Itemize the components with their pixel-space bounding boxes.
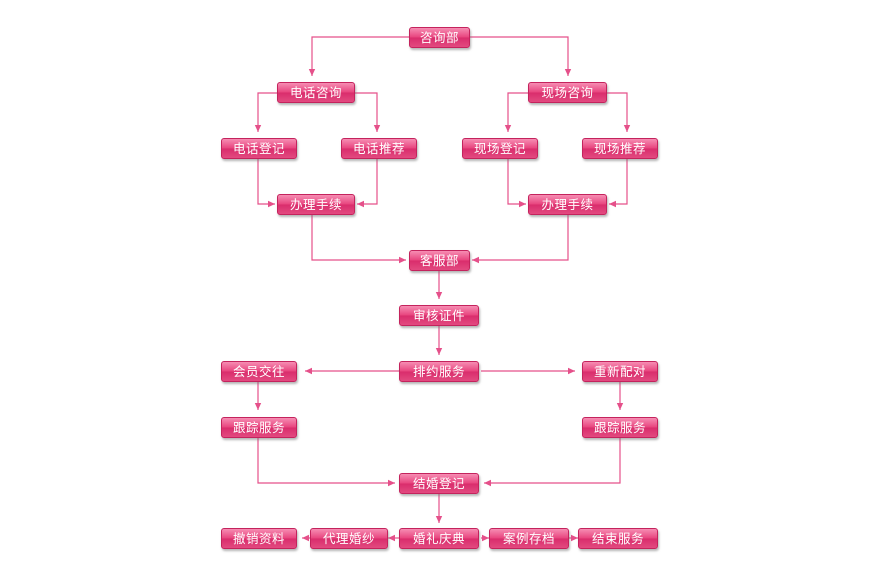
node-service-dept: 客服部 — [409, 250, 470, 271]
node-wedding-dress: 代理婚纱 — [310, 528, 388, 549]
connector-followup-right-to-marriage — [484, 438, 621, 487]
connector-onsite-recommend-to-procedures — [609, 159, 628, 208]
node-phone-register: 电话登记 — [221, 138, 297, 159]
node-onsite-recommend: 现场推荐 — [582, 138, 658, 159]
node-verify-docs: 审核证件 — [399, 305, 479, 326]
connector-phone-register-to-procedures — [257, 159, 275, 208]
connector-phone-recommend-to-procedures — [357, 159, 378, 208]
node-procedures-right: 办理手续 — [528, 194, 607, 215]
connector-procedures-left-to-service — [311, 215, 406, 264]
node-case-archive: 案例存档 — [489, 528, 569, 549]
node-end-service: 结束服务 — [578, 528, 658, 549]
node-rematch: 重新配对 — [582, 361, 658, 382]
connector-onsite-to-register — [504, 92, 528, 132]
connector-consult-to-onsite — [470, 36, 572, 76]
node-cancel-records: 撤销资料 — [221, 528, 297, 549]
node-onsite-register: 现场登记 — [462, 138, 538, 159]
node-phone-consult: 电话咨询 — [277, 82, 355, 103]
node-phone-recommend: 电话推荐 — [341, 138, 417, 159]
connector-followup-left-to-marriage — [257, 438, 395, 487]
node-consult-dept: 咨询部 — [409, 27, 470, 48]
connector-consult-to-phone — [308, 36, 409, 76]
node-followup-right: 跟踪服务 — [582, 417, 658, 438]
connector-procedures-right-to-service — [472, 215, 569, 264]
connector-phone-to-recommend — [355, 92, 381, 132]
node-wedding-ceremony: 婚礼庆典 — [399, 528, 479, 549]
connector-onsite-register-to-procedures — [507, 159, 526, 208]
node-arrange-service: 排约服务 — [399, 361, 479, 382]
connector-phone-to-register — [254, 92, 277, 132]
node-member-dating: 会员交往 — [221, 361, 297, 382]
connector-onsite-to-recommend — [607, 92, 631, 132]
node-onsite-consult: 现场咨询 — [528, 82, 607, 103]
node-followup-left: 跟踪服务 — [221, 417, 297, 438]
node-marriage-register: 结婚登记 — [399, 473, 479, 494]
node-procedures-left: 办理手续 — [277, 194, 355, 215]
